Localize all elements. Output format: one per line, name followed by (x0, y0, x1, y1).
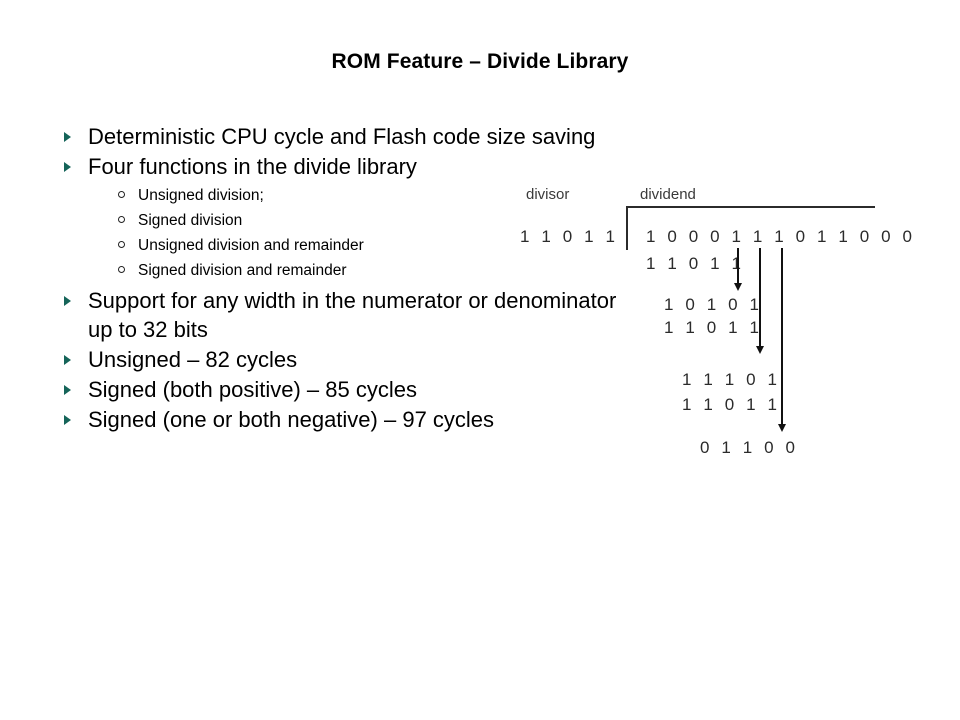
division-bracket-vertical (626, 206, 628, 250)
bullet-list: Deterministic CPU cycle and Flash code s… (58, 122, 618, 435)
sub-bullet-list: Unsigned division; Signed division Unsig… (88, 183, 618, 283)
sub-bullet-item-2: Signed division (88, 208, 618, 233)
circle-bullet-icon (118, 266, 125, 273)
bullet-item-6-label: Signed (one or both negative) – 97 cycle… (88, 407, 495, 432)
dividend-label: dividend (640, 186, 696, 203)
triangle-bullet-icon (64, 355, 71, 365)
bullet-item-3: Support for any width in the numerator o… (58, 286, 618, 344)
triangle-bullet-icon (64, 385, 71, 395)
page-title: ROM Feature – Divide Library (331, 50, 629, 73)
circle-bullet-icon (118, 241, 125, 248)
bring-down-arrow-2 (759, 248, 761, 347)
sub-bullet-item-4-label: Signed division and remainder (138, 262, 347, 279)
sub-bullet-item-1-label: Unsigned division; (138, 187, 264, 204)
bullet-item-5-label: Signed (both positive) – 85 cycles (88, 377, 417, 402)
work-row-3: 1 1 0 1 1 (664, 318, 763, 337)
triangle-bullet-icon (64, 296, 71, 306)
divisor-label: divisor (526, 186, 570, 203)
sub-bullet-item-2-label: Signed division (138, 212, 243, 229)
bullet-item-4-label: Unsigned – 82 cycles (88, 347, 298, 372)
long-division-diagram: divisor dividend 1 1 0 1 1 1 0 0 0 1 1 1… (500, 186, 912, 476)
sub-bullet-item-3: Unsigned division and remainder (88, 233, 618, 258)
bullet-item-4: Unsigned – 82 cycles (58, 345, 618, 374)
work-row-2: 1 0 1 0 1 (664, 295, 763, 314)
work-row-4: 1 1 1 0 1 (682, 370, 781, 389)
divisor-digits: 1 1 0 1 1 (520, 227, 619, 246)
triangle-bullet-icon (64, 162, 71, 172)
bullet-item-2: Four functions in the divide library Uns… (58, 152, 618, 283)
sub-bullet-item-3-label: Unsigned division and remainder (138, 237, 364, 254)
bullet-item-2-label: Four functions in the divide library (88, 154, 417, 179)
work-row-6: 0 1 1 0 0 (700, 438, 799, 457)
triangle-bullet-icon (64, 132, 71, 142)
triangle-bullet-icon (64, 415, 71, 425)
bullet-item-1-label: Deterministic CPU cycle and Flash code s… (88, 124, 596, 149)
bullet-item-3-label: Support for any width in the numerator o… (88, 288, 617, 342)
sub-bullet-item-1: Unsigned division; (88, 183, 618, 208)
circle-bullet-icon (118, 191, 125, 198)
circle-bullet-icon (118, 216, 125, 223)
bullet-item-6: Signed (one or both negative) – 97 cycle… (58, 405, 618, 434)
work-row-5: 1 1 0 1 1 (682, 395, 781, 414)
division-bracket-overbar (626, 206, 875, 208)
dividend-digits: 1 0 0 0 1 1 1 0 1 1 0 0 0 (646, 227, 916, 246)
bring-down-arrow-1 (737, 248, 739, 284)
bullet-item-1: Deterministic CPU cycle and Flash code s… (58, 122, 618, 151)
work-row-1: 1 1 0 1 1 (646, 254, 745, 273)
bullet-item-5: Signed (both positive) – 85 cycles (58, 375, 618, 404)
bring-down-arrow-3 (781, 248, 783, 425)
sub-bullet-item-4: Signed division and remainder (88, 258, 618, 283)
